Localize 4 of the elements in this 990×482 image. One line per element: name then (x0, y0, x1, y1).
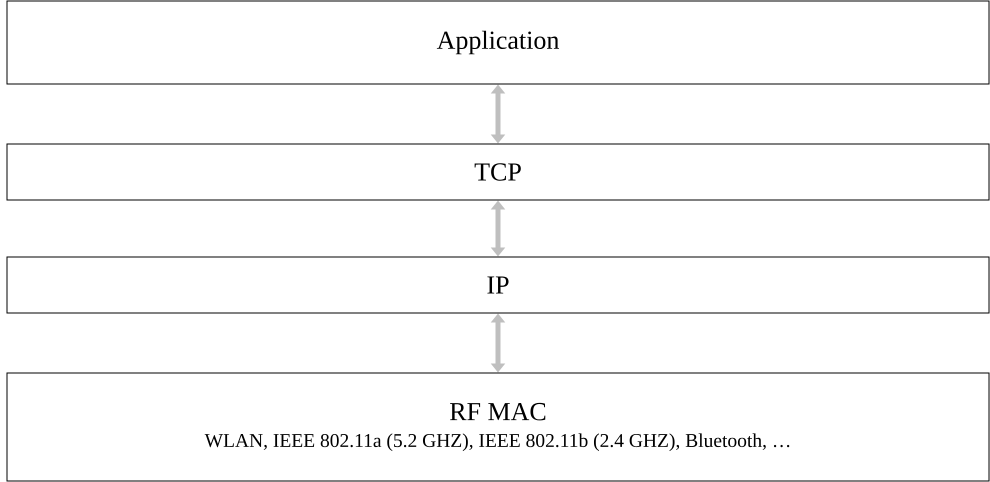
layer-box: RF MAC WLAN, IEEE 802.11a (5.2 GHZ), IEEE 802.11b (2.4 GHZ), Bluetooth, … (6, 372, 990, 482)
layer-box: TCP (6, 144, 990, 200)
layer-box: Application (6, 0, 990, 84)
layer-box: IP (6, 256, 990, 314)
